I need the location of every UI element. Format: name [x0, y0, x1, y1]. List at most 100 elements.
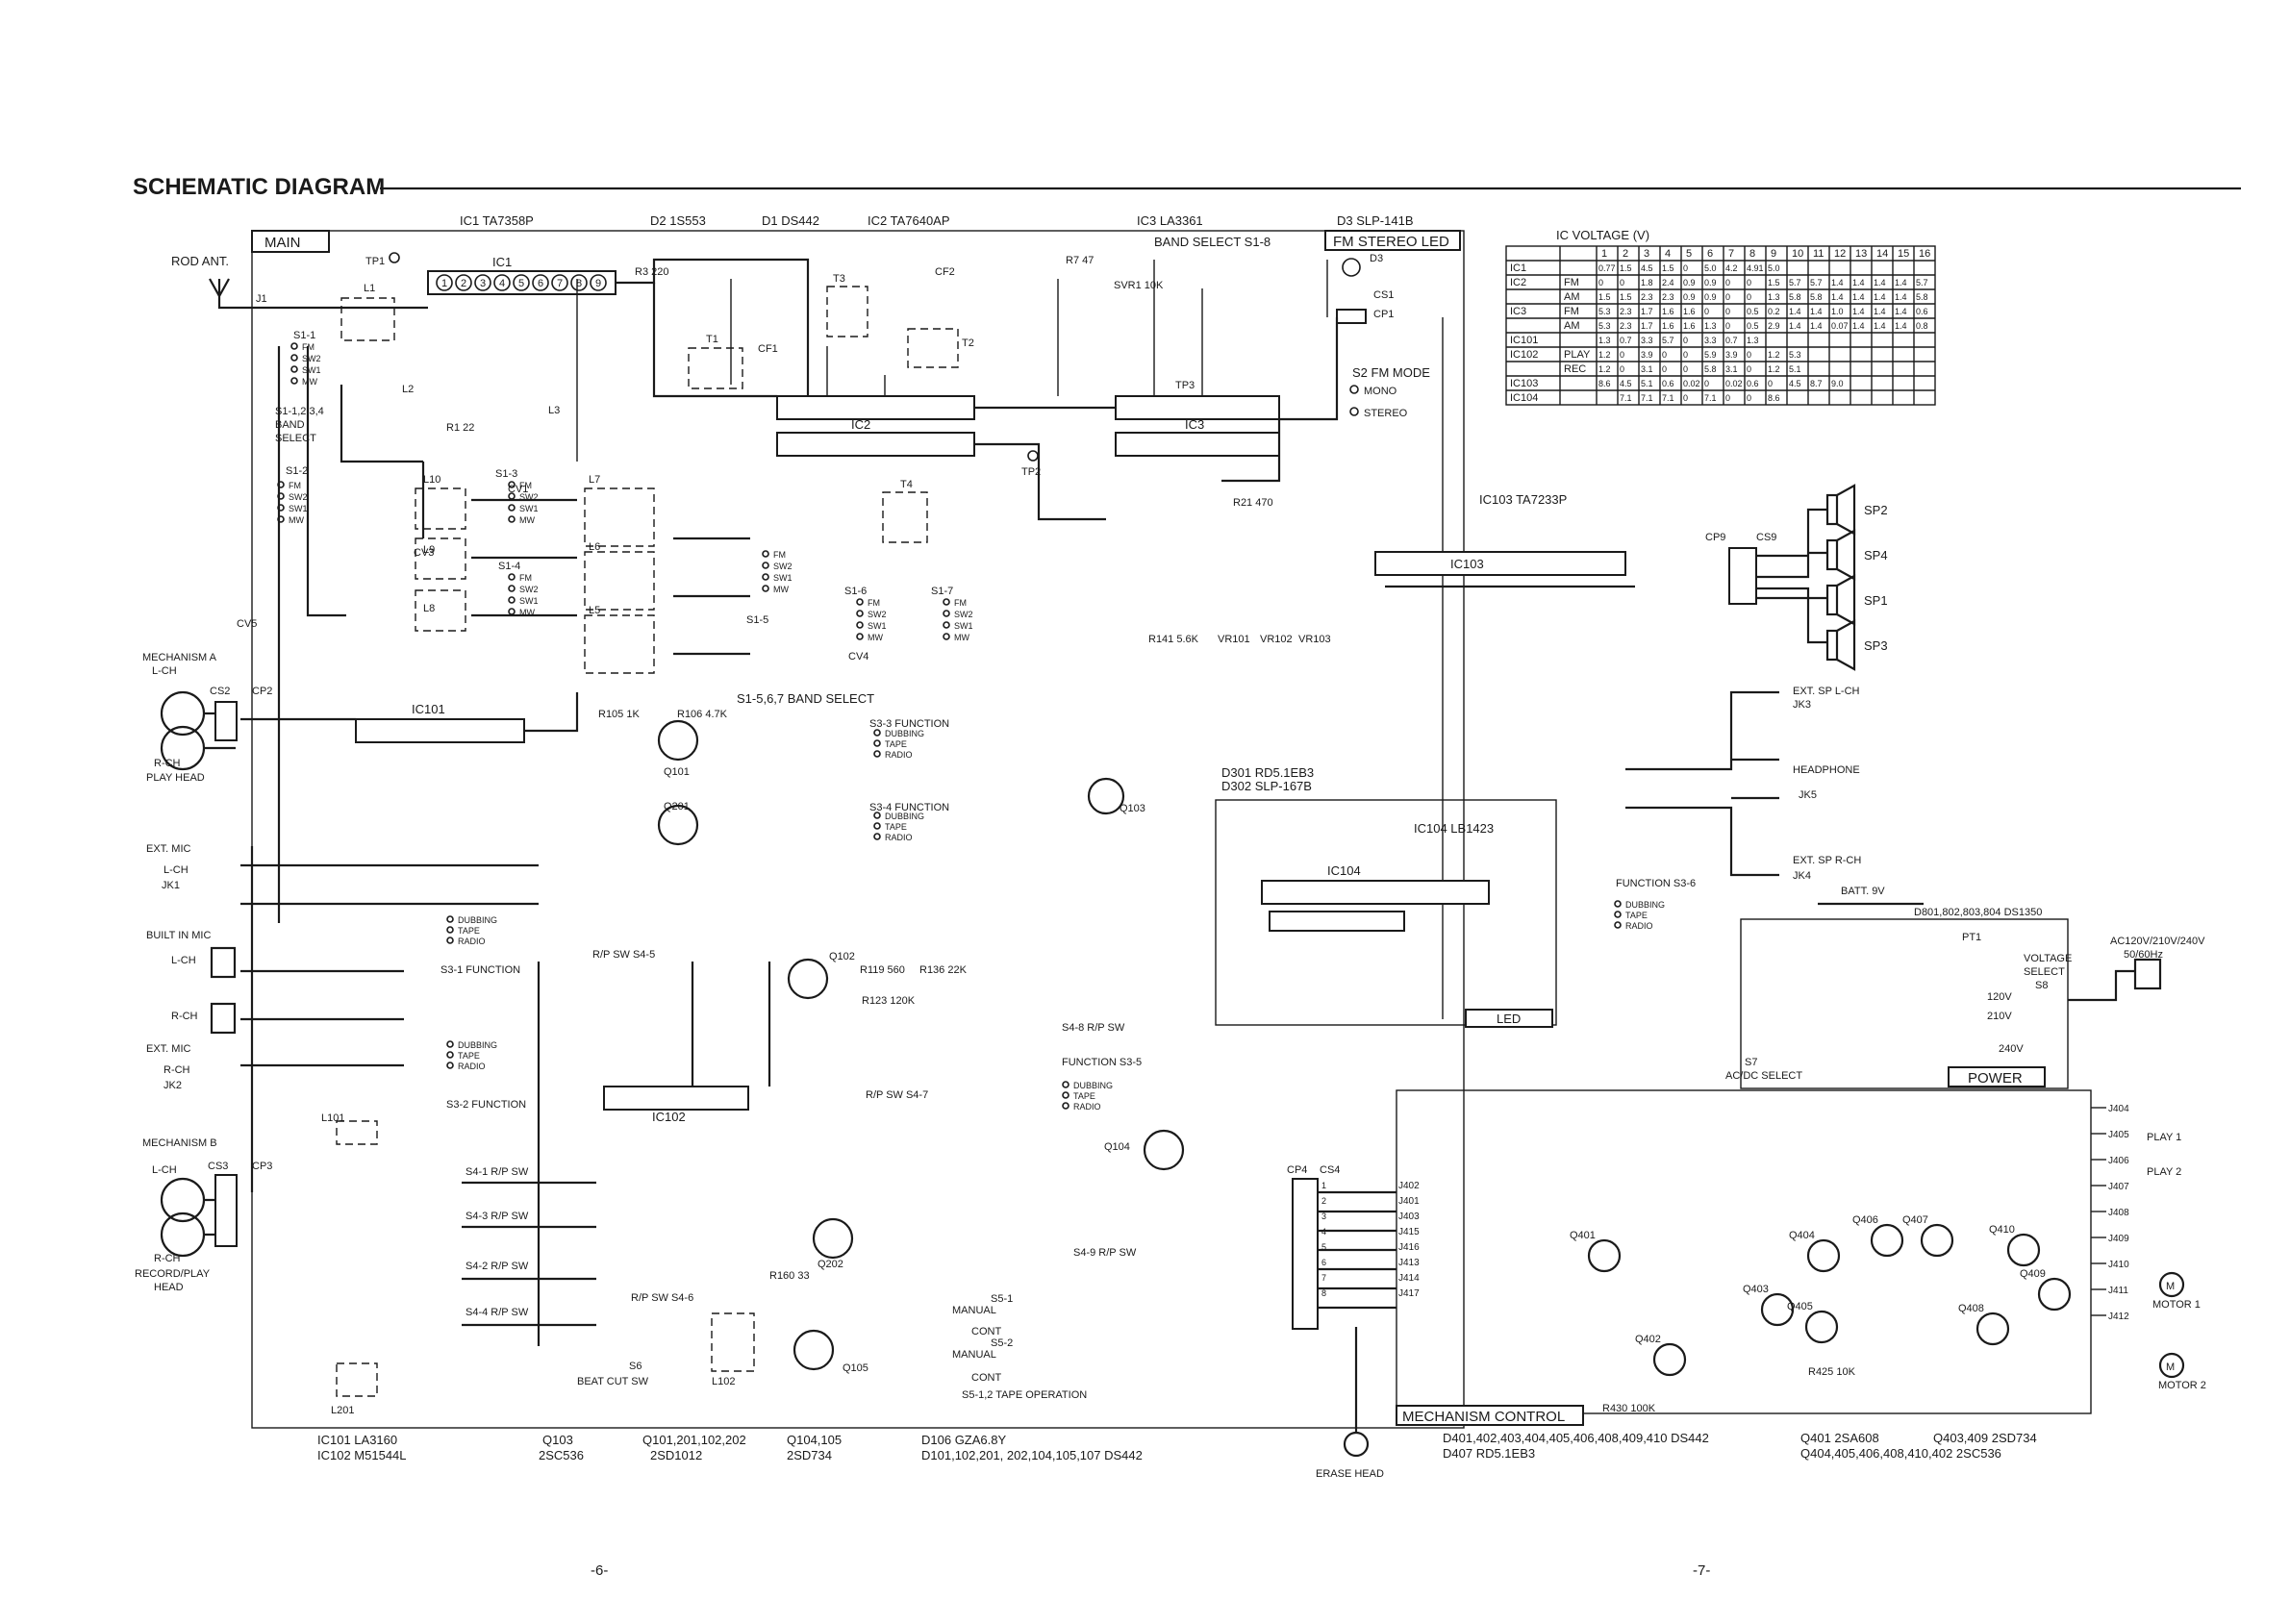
page-number-right: -7-: [1693, 1562, 1710, 1579]
band-position-label: MW: [519, 608, 535, 617]
voltage-cell: 0: [1662, 350, 1667, 360]
svg-text:CP4: CP4: [1287, 1164, 1307, 1176]
d3-led-icon: [1342, 258, 1361, 277]
speaker-label: SP2: [1864, 503, 1888, 517]
svg-text:S1-1,2,3,4: S1-1,2,3,4: [275, 406, 324, 417]
s1-1-label: S1-1: [293, 330, 315, 341]
svg-text:JK2: JK2: [164, 1080, 182, 1091]
voltage-cell: 2.3: [1620, 321, 1632, 331]
band-position-label: SW2: [519, 585, 539, 594]
svg-text:CS9: CS9: [1756, 532, 1776, 543]
svg-text:120V: 120V: [1987, 991, 2012, 1003]
svg-text:T3: T3: [833, 273, 845, 285]
voltage-cell: 1.4: [1874, 292, 1886, 302]
voltage-cell: 1.4: [1874, 321, 1886, 331]
voltage-cell: 0.6: [1662, 379, 1674, 388]
svg-text:SELECT: SELECT: [275, 433, 316, 444]
voltage-cell: 1.4: [1852, 321, 1865, 331]
svg-text:R119 560: R119 560: [860, 964, 905, 976]
parts-notes: IC101 LA3160 IC102 M51544L Q103 2SC536 Q…: [317, 1431, 2037, 1462]
ic1-pin: [551, 274, 568, 291]
svg-text:Q102: Q102: [829, 951, 855, 962]
voltage-row-mode: AM: [1564, 320, 1580, 332]
voltage-pin-header: 2: [1623, 248, 1628, 260]
function-position-label: TAPE: [458, 1051, 480, 1061]
band-position-label: SW2: [868, 610, 887, 619]
voltage-pin-header: 6: [1707, 248, 1713, 260]
ic1-pin: [513, 274, 530, 291]
transistor-label: Q408: [1958, 1303, 1984, 1314]
svg-text:M: M: [2166, 1362, 2175, 1373]
svg-text:JK4: JK4: [1793, 870, 1811, 882]
voltage-pin-header: 7: [1728, 248, 1734, 260]
svg-text:AC/DC SELECT: AC/DC SELECT: [1725, 1070, 1802, 1082]
svg-text:R/P SW S4-6: R/P SW S4-6: [631, 1292, 693, 1304]
voltage-cell: 0.07: [1831, 321, 1849, 331]
svg-text:S4-4 R/P SW: S4-4 R/P SW: [466, 1307, 529, 1318]
voltage-row-ic: IC1: [1510, 262, 1526, 274]
voltage-cell: 4.5: [1641, 263, 1653, 273]
d2-part-label: D2 1S553: [650, 213, 706, 228]
voltage-cell: 1.4: [1810, 321, 1823, 331]
voltage-cell: 1.2: [1768, 364, 1780, 374]
svg-text:L-CH: L-CH: [171, 955, 196, 966]
transistor-icon: [1975, 1312, 2010, 1346]
svg-text:R141 5.6K: R141 5.6K: [1148, 634, 1199, 645]
svg-text:CV3: CV3: [414, 547, 434, 559]
voltage-cell: 3.1: [1725, 364, 1738, 374]
cs4-pin-number: 2: [1321, 1196, 1326, 1206]
voltage-cell: 3.3: [1641, 336, 1653, 345]
svg-text:Q403,409 2SD734: Q403,409 2SD734: [1933, 1431, 2037, 1445]
ic1-pin-number: 8: [576, 278, 582, 289]
voltage-cell: 0.6: [1747, 379, 1759, 388]
svg-text:S4-1 R/P SW: S4-1 R/P SW: [466, 1166, 529, 1178]
voltage-cell: 0.9: [1704, 292, 1717, 302]
svg-text:S3-4 FUNCTION: S3-4 FUNCTION: [869, 802, 949, 813]
svg-text:FUNCTION S3-5: FUNCTION S3-5: [1062, 1057, 1142, 1068]
transistor-icon: [1870, 1223, 1904, 1258]
voltage-cell: 1.4: [1895, 307, 1907, 316]
svg-text:L10: L10: [423, 474, 440, 486]
svg-text:CP2: CP2: [252, 686, 272, 697]
main-board-outline: [251, 230, 1465, 1429]
band-position-label: MW: [868, 633, 883, 642]
voltage-cell: 1.4: [1895, 292, 1907, 302]
voltage-cell: 1.4: [1852, 307, 1865, 316]
svg-text:Q103: Q103: [542, 1433, 573, 1447]
band-position-label: SW1: [868, 621, 887, 631]
ic1-pin: [493, 274, 511, 291]
cs4-pin-number: 6: [1321, 1258, 1326, 1267]
ic1-pin-number: 1: [441, 278, 447, 289]
j-pin-label: J404: [2108, 1104, 2129, 1114]
voltage-row-ic: IC2: [1510, 277, 1526, 288]
svg-text:R1 22: R1 22: [446, 422, 474, 434]
ic1-pin-number: 3: [480, 278, 486, 289]
svg-text:S4-2 R/P SW: S4-2 R/P SW: [466, 1261, 529, 1272]
voltage-pin-header: 10: [1792, 248, 1803, 260]
rod-antenna: ROD ANT. J1: [171, 254, 327, 310]
j-pin-label: J411: [2108, 1286, 2128, 1296]
band-position-label: SW1: [519, 504, 539, 513]
voltage-cell: 7.1: [1704, 393, 1717, 403]
top-ic-labels: IC1 TA7358P D2 1S553 D1 DS442 IC2 TA7640…: [460, 213, 1414, 228]
transistor-icon: [1806, 1238, 1841, 1273]
svg-text:S3-3 FUNCTION: S3-3 FUNCTION: [869, 718, 949, 730]
voltage-cell: 0: [1683, 263, 1688, 273]
svg-text:S6: S6: [629, 1361, 642, 1372]
ic1-pin-number: 6: [538, 278, 543, 289]
voltage-pin-header: 4: [1665, 248, 1671, 260]
voltage-cell: 1.6: [1662, 321, 1674, 331]
voltage-cell: 1.6: [1662, 307, 1674, 316]
band-position-label: MW: [954, 633, 969, 642]
svg-text:210V: 210V: [1987, 1011, 2012, 1022]
j-pin-label: J406: [2108, 1156, 2129, 1166]
transistor-label: Q406: [1852, 1214, 1878, 1226]
svg-text:JK1: JK1: [162, 880, 180, 891]
fm-stereo-led-label: FM STEREO LED: [1333, 234, 1449, 250]
svg-text:S3-2 FUNCTION: S3-2 FUNCTION: [446, 1099, 526, 1111]
d3-part-label: D3 SLP-141B: [1337, 213, 1414, 228]
function-position-label: DUBBING: [458, 915, 497, 925]
svg-text:L2: L2: [402, 384, 414, 395]
voltage-row-ic: IC102: [1510, 349, 1538, 361]
svg-text:L201: L201: [331, 1405, 354, 1416]
